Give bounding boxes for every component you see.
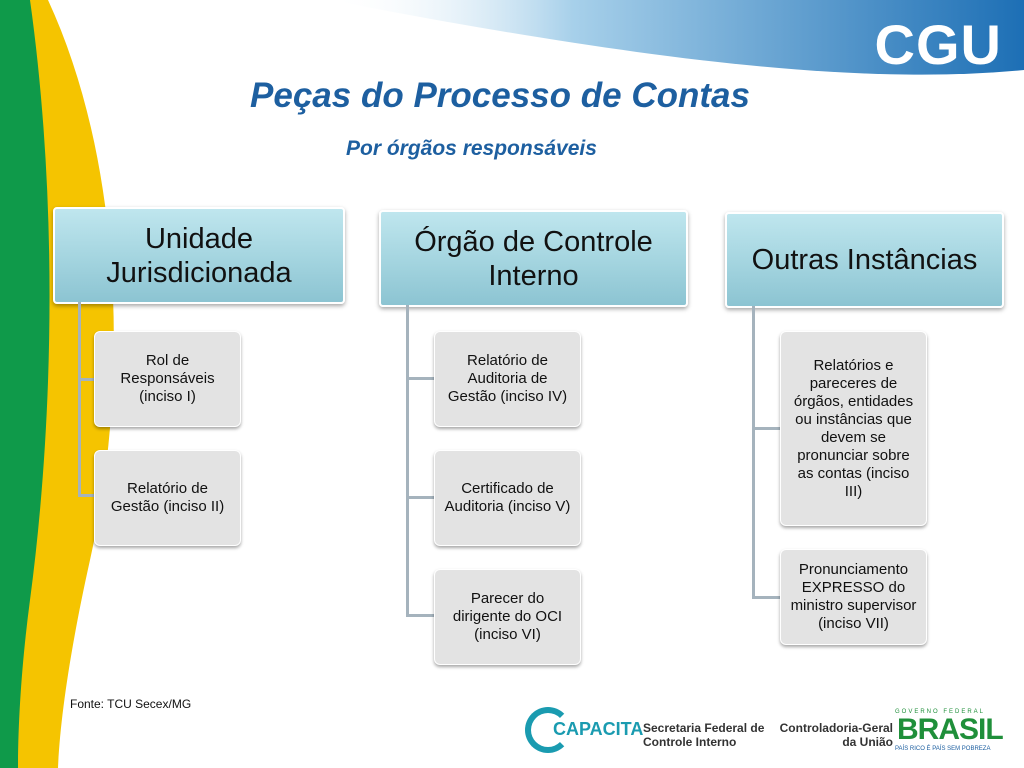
capacita-logo-icon	[525, 707, 571, 753]
item-rol-de-responsaveis: Rol de Responsáveis (inciso I)	[94, 331, 241, 427]
page-subtitle: Por órgãos responsáveis	[346, 137, 597, 160]
cgu-logo: CGU	[874, 13, 1002, 76]
brasil-tagline: PAÍS RICO É PAÍS SEM POBREZA	[895, 746, 991, 752]
connector-col1-item2	[78, 494, 94, 497]
column-header-orgao-de-controle-interno: Órgão de Controle Interno	[379, 210, 688, 307]
column-header-unidade-jurisdicionada: Unidade Jurisdicionada	[53, 207, 345, 304]
connector-col3-item1	[752, 427, 780, 430]
item-relatorio-de-gestao: Relatório de Gestão (inciso II)	[94, 450, 241, 546]
source-note: Fonte: TCU Secex/MG	[70, 697, 192, 711]
column-header-outras-instancias: Outras Instâncias	[725, 212, 1004, 308]
connector-col2-item1	[406, 377, 434, 380]
capacita-logo-text: CAPACITA	[553, 719, 644, 739]
connector-col1-item1	[78, 378, 94, 381]
secretaria-label: Secretaria Federal de Controle Interno	[643, 721, 765, 749]
connector-col2-vertical	[406, 305, 409, 616]
item-relatorio-de-auditoria: Relatório de Auditoria de Gestão (inciso…	[434, 331, 581, 427]
item-pronunciamento-expresso: Pronunciamento EXPRESSO do ministro supe…	[780, 549, 927, 645]
connector-col3-vertical	[752, 306, 755, 598]
brasil-logo: BRASIL	[897, 713, 1004, 746]
connector-col1-vertical	[78, 302, 81, 496]
item-certificado-de-auditoria: Certificado de Auditoria (inciso V)	[434, 450, 581, 546]
page-title: Peças do Processo de Contas	[250, 76, 750, 115]
item-parecer-do-dirigente: Parecer do dirigente do OCI (inciso VI)	[434, 569, 581, 665]
controladoria-label: Controladoria-Geral da União	[779, 721, 893, 749]
connector-col3-item2	[752, 596, 780, 599]
item-relatorios-e-pareceres: Relatórios e pareceres de órgãos, entida…	[780, 331, 927, 526]
footer-logos: CAPACITA Secretaria Federal de Controle …	[525, 705, 1020, 761]
connector-col2-item2	[406, 496, 434, 499]
connector-col2-item3	[406, 614, 434, 617]
governo-federal-label: GOVERNO FEDERAL	[895, 709, 986, 715]
